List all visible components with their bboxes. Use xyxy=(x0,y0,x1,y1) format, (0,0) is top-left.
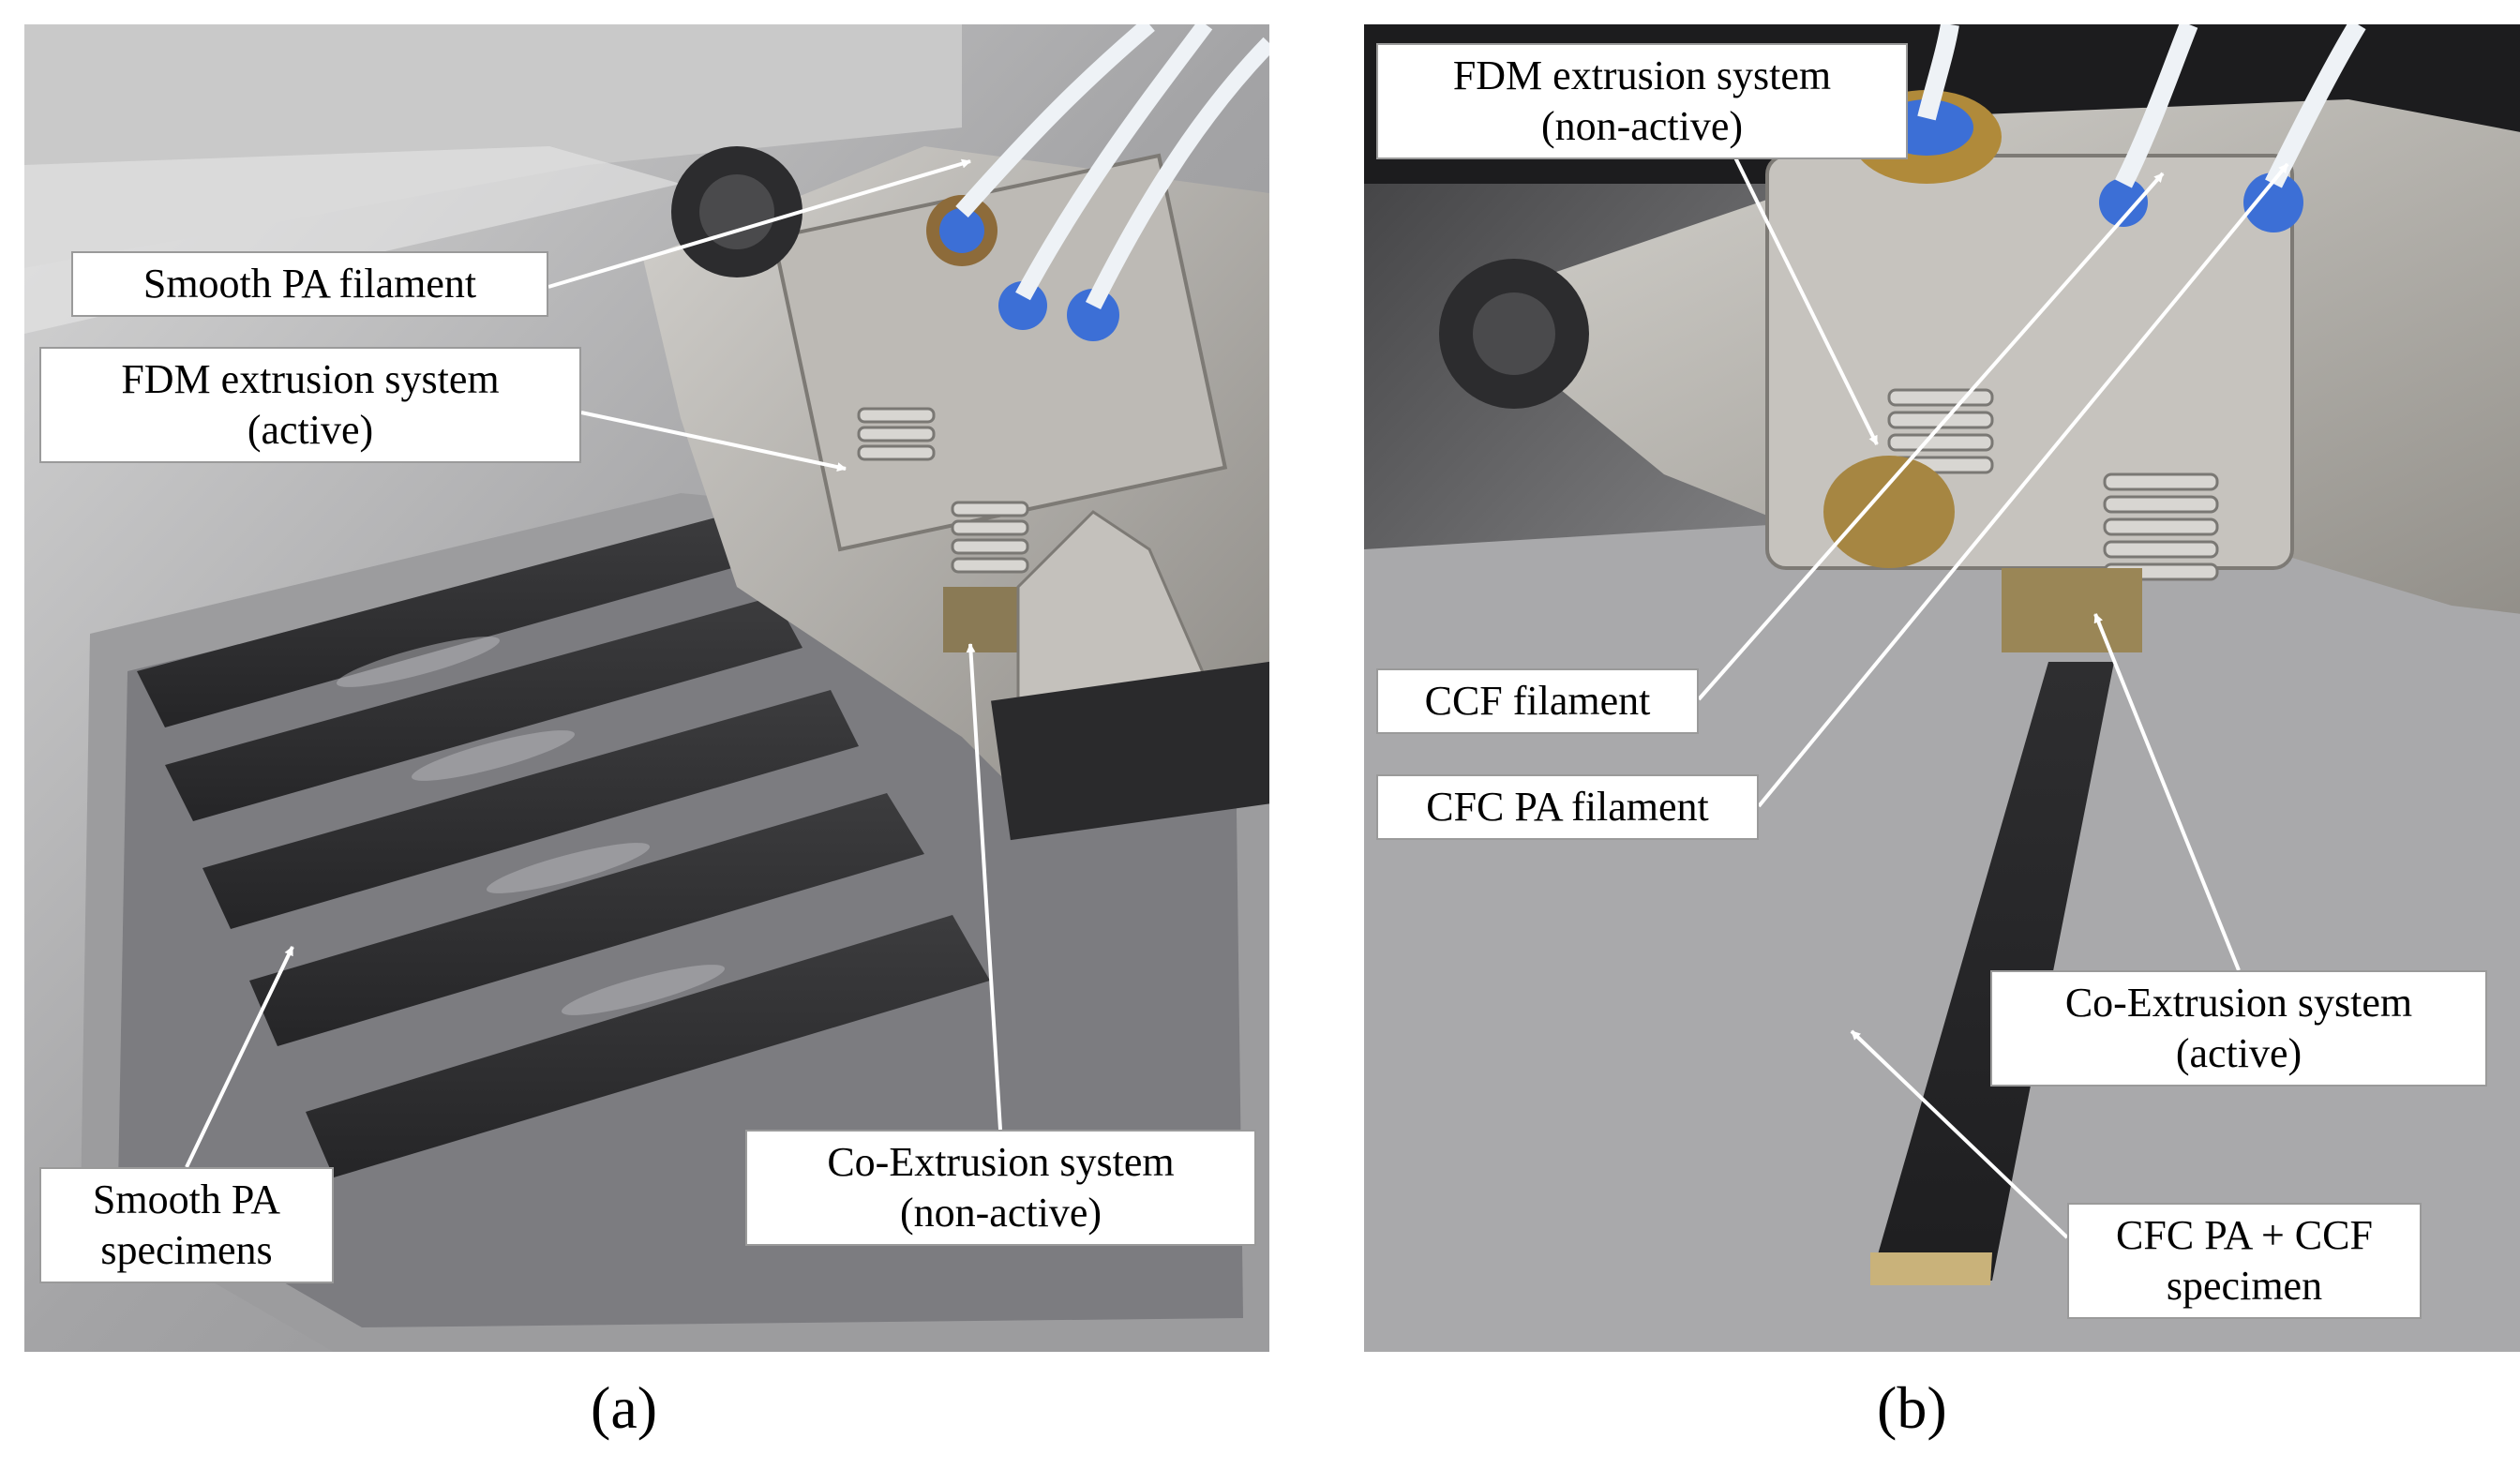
label-co-extrusion-b: Co-Extrusion system (active) xyxy=(1990,970,2487,1087)
label-line: FDM extrusion system xyxy=(1452,52,1832,98)
label-fdm-extrusion-b: FDM extrusion system (non-active) xyxy=(1376,43,1908,159)
label-line: specimens xyxy=(100,1227,273,1273)
label-line: (active) xyxy=(247,407,374,453)
label-line: FDM extrusion system xyxy=(121,356,500,402)
label-smooth-pa-filament: Smooth PA filament xyxy=(71,251,548,317)
label-cfc-pa-filament: CFC PA filament xyxy=(1376,774,1759,840)
label-line: Smooth PA xyxy=(92,1177,281,1222)
label-ccf-filament: CCF filament xyxy=(1376,668,1699,734)
label-line: Co-Extrusion system xyxy=(2064,980,2413,1026)
label-text: CFC PA filament xyxy=(1426,784,1709,830)
label-smooth-pa-specimens: Smooth PA specimens xyxy=(39,1167,334,1283)
caption-a: (a) xyxy=(591,1374,658,1441)
label-line: specimen xyxy=(2166,1263,2323,1309)
label-line: (active) xyxy=(2175,1030,2302,1076)
label-line: Co-Extrusion system xyxy=(827,1139,1175,1185)
label-co-extrusion-a: Co-Extrusion system (non-active) xyxy=(745,1130,1256,1246)
label-fdm-extrusion-a: FDM extrusion system (active) xyxy=(39,347,581,463)
label-line: (non-active) xyxy=(900,1190,1102,1236)
caption-b: (b) xyxy=(1877,1374,1947,1441)
label-text: Smooth PA filament xyxy=(142,261,477,307)
label-line: CFC PA + CCF xyxy=(2116,1212,2373,1258)
label-cfc-pa-ccf-specimen: CFC PA + CCF specimen xyxy=(2067,1203,2422,1319)
label-text: CCF filament xyxy=(1424,678,1651,724)
label-line: (non-active) xyxy=(1541,103,1743,149)
